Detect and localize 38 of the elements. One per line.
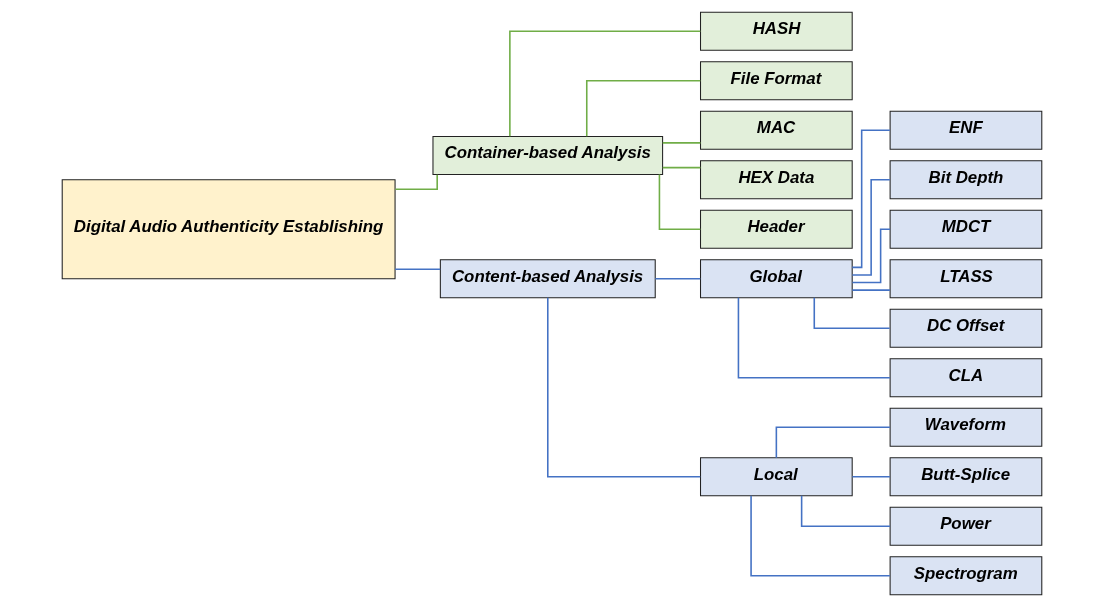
connector <box>851 178 891 276</box>
connector <box>654 277 702 280</box>
connector <box>509 30 702 138</box>
node-box: ENF <box>889 110 1043 150</box>
connector <box>661 142 702 144</box>
node-box: Header <box>700 209 853 249</box>
connector <box>737 297 891 379</box>
connector <box>775 426 891 459</box>
connector <box>800 494 891 528</box>
node-box: HEX Data <box>700 160 853 200</box>
node-box: DC Offset <box>889 308 1043 348</box>
node-box: Bit Depth <box>889 160 1043 200</box>
node-box: CLA <box>889 358 1043 398</box>
node-box: File Format <box>700 61 853 101</box>
connector <box>661 166 702 169</box>
connector <box>813 296 891 330</box>
node-box: Power <box>889 506 1043 546</box>
node-box: Waveform <box>889 407 1043 447</box>
connector <box>851 228 891 284</box>
node-box: Butt-Splice <box>889 457 1043 497</box>
node-box: MDCT <box>889 209 1043 249</box>
connector <box>851 289 891 291</box>
node-box: Local <box>700 457 853 497</box>
node-box: HASH <box>700 11 853 51</box>
connector <box>547 296 702 478</box>
node-box: Content-based Analysis <box>439 259 656 299</box>
connector <box>851 475 891 478</box>
node-box: LTASS <box>889 259 1043 299</box>
connector <box>585 79 702 138</box>
node-box: Spectrogram <box>889 556 1043 596</box>
node-box: Digital Audio Authenticity Establishing <box>61 179 396 280</box>
node-box: Container-based Analysis <box>432 136 664 175</box>
node-box: MAC <box>700 110 853 150</box>
connector <box>851 129 891 269</box>
connector <box>750 495 891 577</box>
connector <box>394 268 441 271</box>
node-box: Global <box>700 259 853 299</box>
connector <box>658 173 702 231</box>
